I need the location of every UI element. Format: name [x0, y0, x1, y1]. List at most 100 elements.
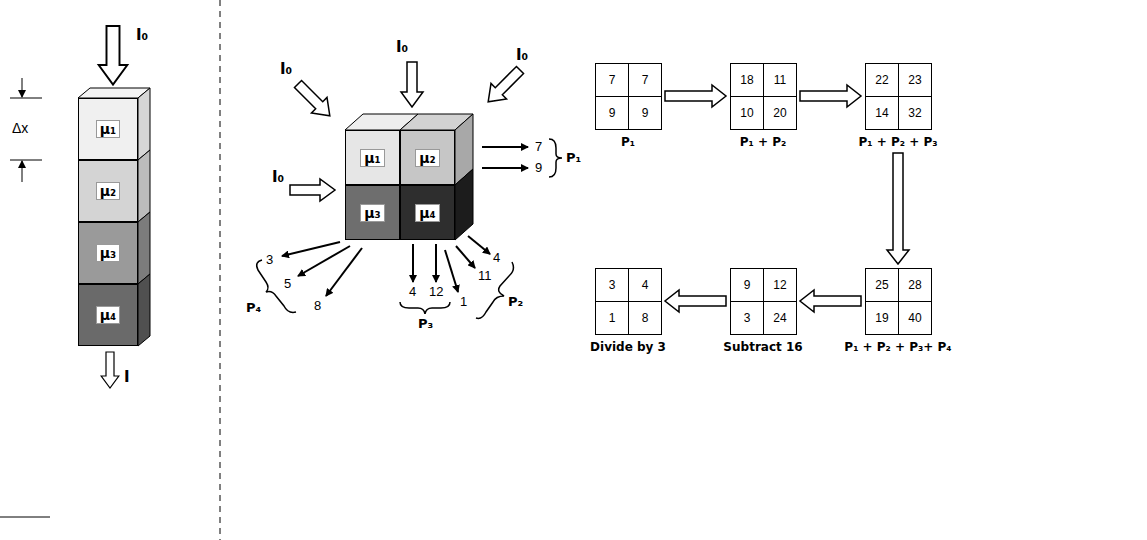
pixel-value: 40	[908, 311, 921, 325]
pixel-cell: 3	[730, 301, 764, 335]
pixel-value: 12	[773, 278, 786, 292]
voxel-face: μ₃	[345, 185, 400, 240]
dimension-arrow	[22, 78, 23, 97]
ray-arrow	[445, 250, 458, 292]
brace	[549, 139, 562, 177]
grid-caption: P₁ + P₂ + P₃	[859, 135, 938, 149]
intensity-label: I₀	[136, 26, 148, 44]
pixel-value: 23	[908, 73, 921, 87]
ray-arrow	[282, 242, 340, 256]
ray-value: 7	[535, 139, 542, 154]
material-box: μ₃	[78, 222, 138, 284]
arrow-shape	[665, 290, 726, 312]
stack-side	[138, 88, 150, 160]
pixel-value: 19	[875, 311, 888, 325]
step-arrow	[665, 290, 726, 312]
ray-arrow	[468, 236, 490, 254]
pixel-cell: 7	[628, 63, 662, 97]
material-label: μ₂	[415, 149, 439, 167]
ray-arrow	[435, 244, 437, 282]
pixel-value: 25	[875, 278, 888, 292]
grid-frame: 18111020	[730, 63, 796, 129]
step-arrow	[887, 153, 909, 264]
voxel-face: μ₄	[400, 185, 455, 240]
brace	[257, 260, 296, 312]
material-label: μ₂	[96, 182, 120, 200]
projection-label: P₃	[418, 316, 433, 331]
material-box: μ₄	[78, 284, 138, 346]
pixel-grid: 3418Divide by 3	[595, 268, 661, 334]
ray-arrow	[412, 244, 414, 282]
pixel-value: 9	[642, 106, 649, 120]
pixel-cell: 32	[898, 96, 932, 130]
pixel-cell: 12	[763, 268, 797, 302]
beam-arrow	[480, 62, 527, 109]
projection-label: P₁	[566, 150, 581, 165]
ray-value: 4	[409, 284, 416, 299]
pixel-cell: 11	[763, 63, 797, 97]
ray-arrow	[326, 248, 362, 296]
ray-value: 4	[493, 250, 500, 265]
pixel-cell: 9	[628, 96, 662, 130]
pixel-value: 32	[908, 106, 921, 120]
pixel-cell: 22	[865, 63, 899, 97]
pixel-cell: 9	[595, 96, 629, 130]
projection-label: P₄	[246, 300, 261, 315]
voxel-face: μ₂	[400, 130, 455, 185]
dimension-tick	[10, 160, 42, 161]
cube-side	[455, 169, 473, 240]
pixel-value: 20	[773, 106, 786, 120]
beam-arrow	[99, 26, 128, 85]
pixel-value: 7	[642, 73, 649, 87]
pixel-value: 28	[908, 278, 921, 292]
pixel-cell: 40	[898, 301, 932, 335]
brace	[400, 302, 450, 314]
grid-caption: P₁ + P₂ + P₃+ P₄	[844, 340, 951, 354]
pixel-value: 3	[744, 311, 751, 325]
arrow-shape	[800, 290, 861, 312]
arrow-shape	[800, 85, 861, 107]
pixel-value: 4	[642, 278, 649, 292]
pixel-cell: 25	[865, 268, 899, 302]
pixel-value: 24	[773, 311, 786, 325]
ray-value: 11	[478, 268, 492, 283]
grid-frame: 9 12 3 24	[730, 268, 796, 334]
stack-side	[138, 274, 150, 346]
intensity-label: I₀	[280, 60, 292, 78]
dimension-tick	[10, 98, 42, 99]
footnote-rule	[0, 517, 50, 518]
ray-arrow	[482, 146, 528, 148]
material-label: μ₄	[415, 204, 439, 222]
material-box: μ₁	[78, 98, 138, 160]
pixel-value: 14	[875, 106, 888, 120]
pixel-cell: 23	[898, 63, 932, 97]
pixel-cell: 18	[730, 63, 764, 97]
intensity-label: I₀	[396, 38, 408, 56]
ray-arrow	[482, 167, 528, 169]
arrow-shape	[665, 85, 726, 107]
grid-frame: 7799	[595, 63, 661, 129]
intensity-label: I₀	[516, 46, 528, 64]
step-arrow	[800, 290, 861, 312]
stack-side	[138, 212, 150, 284]
pixel-cell: 3	[595, 268, 629, 302]
pixel-cell: 4	[628, 268, 662, 302]
step-arrow	[665, 85, 726, 107]
beam-arrow	[101, 352, 119, 388]
ray-value: 8	[314, 298, 321, 313]
grid-frame: 34 18	[595, 268, 661, 334]
ray-value: 5	[284, 276, 291, 291]
grid-caption: P₁ + P₂	[740, 135, 787, 149]
arrow-shape	[887, 153, 909, 264]
pixel-cell: 8	[628, 301, 662, 335]
pixel-value: 9	[744, 278, 751, 292]
pixel-value: 1	[609, 311, 616, 325]
pixel-cell: 7	[595, 63, 629, 97]
pixel-grid: 7799P₁	[595, 63, 661, 129]
pixel-value: 9	[609, 106, 616, 120]
grid-caption: Divide by 3	[590, 340, 666, 354]
dimension-arrow	[22, 161, 23, 182]
material-label: μ₁	[96, 120, 120, 138]
dimension-label: Δx	[12, 120, 28, 136]
